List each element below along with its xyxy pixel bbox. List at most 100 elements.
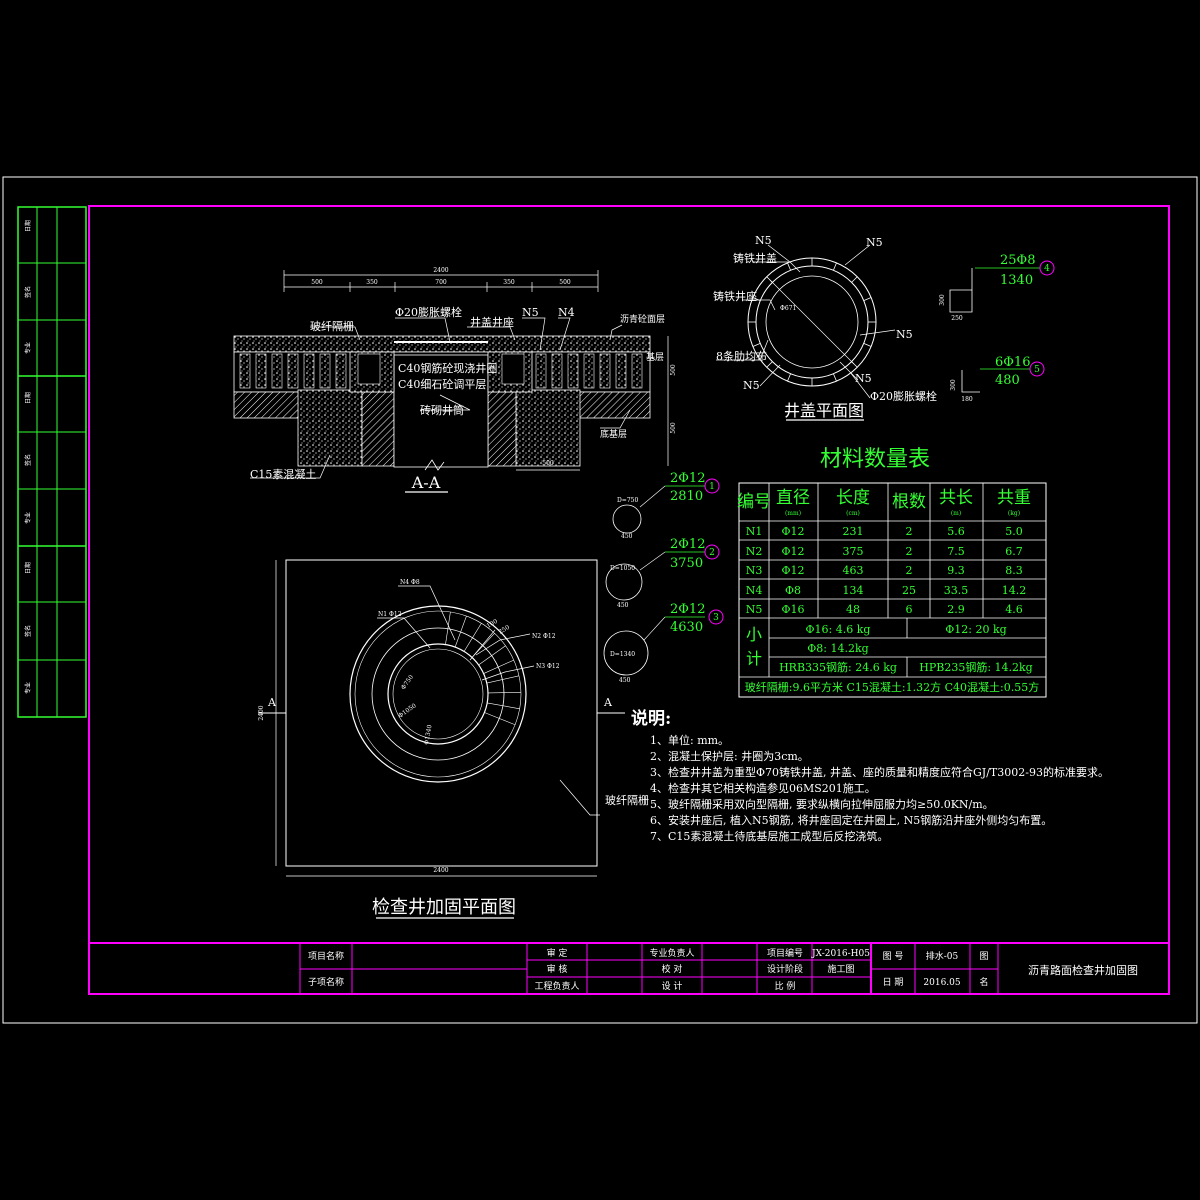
cover-rib <box>787 262 791 271</box>
rebar-no: 4 <box>1044 264 1050 274</box>
plan-rebar: N2 Φ12 <box>532 633 556 640</box>
table-cell: 6.7 <box>1005 545 1023 558</box>
cover-label: Φ20膨胀螺栓 <box>870 389 937 403</box>
tb-project-no-label: 项目编号 <box>767 947 803 959</box>
section-label: 玻纤隔栅 <box>310 319 354 333</box>
cover-label: N5 <box>743 379 760 392</box>
section-label: C40细石砼调平层 <box>398 378 486 391</box>
rebar-no: 2 <box>709 548 715 558</box>
table-cell: 463 <box>843 564 864 577</box>
rebar-top: 2Φ12 <box>670 537 705 552</box>
cover-rib <box>833 262 837 271</box>
rebar-dim: 300 <box>950 379 957 391</box>
cover-dia: Φ671 <box>780 305 796 312</box>
section-label: N5 <box>522 306 539 319</box>
side-strip-labels: 日期 签名 专业 日期 签名 专业 日期 签名 专业 <box>24 220 32 694</box>
rebar-shape-5: 6Φ16 480 5 300 180 <box>950 355 1045 403</box>
table-cell: N4 <box>746 584 763 597</box>
plan-inner: 100 <box>486 618 500 630</box>
outer-frame <box>2 176 1198 1024</box>
tb-drawing-no-label: 图 号 <box>883 951 904 962</box>
cover-label: N5 <box>866 236 883 249</box>
table-cell: 9.3 <box>947 564 965 577</box>
table-cell: N1 <box>746 525 763 538</box>
plan-inner: Φ1340 <box>423 724 433 745</box>
rebar-bottom: 4630 <box>670 620 703 635</box>
note-item: 7、C15素混凝土待底基层施工成型后反挖浇筑。 <box>650 829 888 843</box>
plan-dim: 2400 <box>433 867 448 874</box>
rebar-dim: 450 <box>617 602 629 609</box>
tb-review: 审 定 <box>547 947 568 959</box>
note-item: 5、玻纤隔栅采用双向型隔栅, 要求纵横向拉伸屈服力均≥50.0KN/m。 <box>650 797 994 811</box>
tb-project-label: 项目名称 <box>308 950 344 962</box>
tb-discipline-lead: 专业负责人 <box>649 947 694 959</box>
plan-inner: Φ1050 <box>397 702 418 719</box>
table-cell: 5.6 <box>947 525 965 538</box>
subtotal-hpb235: HPB235钢筋: 14.2kg <box>919 660 1032 674</box>
side-label: 专业 <box>24 512 32 524</box>
table-header-unit: (mm) <box>785 510 801 517</box>
dim-seg: 700 <box>435 279 447 286</box>
table-header: 共长 <box>939 488 973 508</box>
side-label: 日期 <box>24 562 32 574</box>
inner-frame <box>88 205 1170 995</box>
plan-stirrup <box>463 623 482 652</box>
cover-rib <box>787 373 791 382</box>
tb-check: 审 核 <box>547 963 568 975</box>
plan-stirrup <box>445 611 451 645</box>
tb-stage-label: 设计阶段 <box>767 963 803 975</box>
cover-rib <box>863 343 872 347</box>
tb-project-no: JX-2016-H05 <box>811 949 870 959</box>
plan-rebar: N1 Φ12 <box>378 611 402 618</box>
rebar-shape-4: 25Φ8 1340 4 300 250 <box>939 253 1055 322</box>
table-cell: 2 <box>906 564 913 577</box>
tb-date: 2016.05 <box>923 978 960 988</box>
section-mark: A <box>267 696 277 709</box>
plan-stirrup <box>486 675 520 684</box>
cover-rib <box>752 343 761 347</box>
tb-drawing-name: 沥青路面检查井加固图 <box>1028 963 1138 977</box>
materials-footer: 玻纤隔栅:9.6平方米 C15混凝土:1.32方 C40混凝土:0.55方 <box>745 680 1039 694</box>
table-cell: 2.9 <box>947 603 965 616</box>
section-label: 砖砌井筒 <box>420 403 464 417</box>
rebar-inner: D=1050 <box>610 565 635 572</box>
note-item: 1、单位: mm。 <box>650 733 729 747</box>
side-strip <box>17 206 87 718</box>
section-label: C40钢筋砼现浇井圈 <box>398 361 497 375</box>
dim-bottom: 500 <box>542 460 554 467</box>
plan-stirrup <box>478 645 506 666</box>
rebar-no: 5 <box>1034 365 1040 375</box>
side-label: 日期 <box>24 392 32 404</box>
table-header: 编号 <box>737 492 771 512</box>
section-a-a: 2400 500 350 700 350 500 <box>233 267 677 493</box>
section-mark: A <box>603 696 613 709</box>
section-label: 基层 <box>646 351 664 363</box>
tb-drawing-no: 排水-05 <box>926 950 959 962</box>
side-label: 签名 <box>24 625 32 637</box>
cover-label: N5 <box>855 372 872 385</box>
plan-rebar: N3 Φ12 <box>536 663 560 670</box>
rebar-no: 3 <box>713 613 719 623</box>
side-label: 日期 <box>24 220 32 232</box>
rebar-dim: 250 <box>951 315 963 322</box>
section-label: 沥青砼面层 <box>620 313 665 325</box>
table-cell: 8.3 <box>1005 564 1023 577</box>
cover-label: 铸铁井座 <box>713 289 757 303</box>
subtotal-phi12: Φ12: 20 kg <box>945 623 1006 636</box>
subtotal-label-b: 计 <box>746 649 762 668</box>
note-item: 6、安装井座后, 植入N5钢筋, 将井座固定在井圈上, N5钢筋沿井座外侧均匀布… <box>650 813 1052 827</box>
table-header: 共重 <box>997 488 1031 508</box>
plan-fiber-grid: 玻纤隔栅 <box>605 793 649 807</box>
plan-title: 检查井加固平面图 <box>372 897 516 918</box>
dim-seg: 500 <box>311 279 323 286</box>
cover-label: 8条肋均布 <box>716 349 767 363</box>
table-cell: Φ16 <box>781 603 804 616</box>
rebar-top: 25Φ8 <box>1000 253 1035 268</box>
materials-table: 材料数量表 编号 直径 (mm) 长度 (cm) 根数 共长 <box>737 447 1047 698</box>
plan-stirrup <box>483 659 514 674</box>
tb-name-label: 图 <box>979 951 988 962</box>
rebar-dim: 450 <box>619 677 631 684</box>
tb-scale-label: 比 例 <box>775 980 796 992</box>
cover-label: N5 <box>896 328 913 341</box>
plan-stirrup <box>487 702 520 710</box>
